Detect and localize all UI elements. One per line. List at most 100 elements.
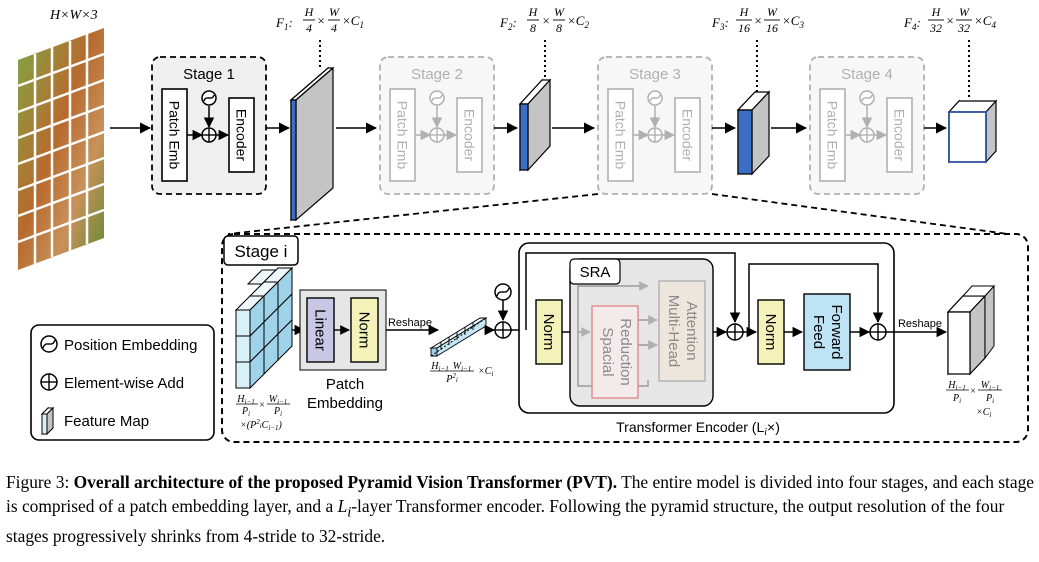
reshape-label-1: Reshape [388,317,432,329]
feature-map-f3 [736,90,771,176]
stage-2-label: Stage 2 [411,66,463,83]
svg-text:W: W [554,5,565,19]
svg-text:4: 4 [306,21,312,35]
svg-text:H: H [304,5,315,19]
svg-text:×C3: ×C3 [782,13,804,30]
svg-text:32: 32 [957,21,970,35]
mha-label-2: Attention [683,301,700,360]
svg-text:P2i: P2i [445,372,458,385]
encoder-norm-2-label: Norm [762,314,779,351]
caption-text-1: The entire model is divided into four st… [6,472,1034,516]
patch-norm-block[interactable] [350,297,379,363]
svg-text:F1:: F1: [275,15,293,32]
stage-i-detail: Stage i Hi−1 Pi × [221,233,1029,443]
linear-block[interactable] [306,297,335,363]
figure-caption: Figure 3: Overall architecture of the pr… [6,470,1036,548]
svg-text:×C4: ×C4 [974,13,996,30]
svg-text:Pi: Pi [952,393,961,405]
svg-text:32: 32 [929,21,942,35]
legend-feature-map-icon [40,406,55,436]
legend-position-embedding-icon [40,335,58,353]
element-wise-add-icon [201,127,217,143]
spacial-reduction-label-1: Spacial [599,327,616,376]
svg-text:Pi: Pi [241,406,250,418]
position-embedding-icon [859,90,875,106]
f2-dims-label: F2: H 8 × W 8 ×C2 [499,5,589,35]
spacial-reduction-block[interactable] [591,305,639,399]
position-embedding-icon [201,90,217,106]
feature-map-f1 [289,66,335,222]
svg-text:H: H [739,5,750,19]
svg-text:16: 16 [738,21,750,35]
stage-2-block[interactable]: Stage 2 Patch Emb Encoder [379,56,495,195]
f3-dims-label: F3: H 16 × W 16 ×C3 [711,5,804,35]
legend-feature-map-label: Feature Map [64,413,149,430]
caption-math: Li [337,496,352,521]
stage-2-patch-emb-label: Patch Emb [395,101,411,170]
reshape-label-2: Reshape [898,318,942,330]
stage-1-label: Stage 1 [183,66,235,83]
legend-element-wise-add-icon [40,373,58,391]
element-wise-add-icon [869,323,887,341]
element-wise-add-icon [429,127,445,143]
svg-text:8: 8 [530,21,536,35]
legend-element-wise-add-label: Element-wise Add [64,375,184,392]
element-wise-add-icon [726,323,744,341]
stage-i-output-feature-map [946,284,996,376]
svg-text:F4:: F4: [903,15,921,32]
svg-text:×C2: ×C2 [567,13,589,30]
linear-label: Linear [312,309,329,351]
svg-text:H: H [528,5,539,19]
stage-1-encoder-label: Encoder [234,109,250,161]
svg-text:W: W [329,5,340,19]
svg-text:H: H [931,5,942,19]
position-embedding-icon [494,283,512,301]
stage-i-title: Stage i [235,242,288,261]
stage-3-block[interactable]: Stage 3 Patch Emb Encoder [597,56,713,195]
stage-1-block[interactable]: Stage 1 Patch Emb Encoder [151,56,267,195]
caption-text-2: -layer Transformer encoder. Following th… [6,496,1005,547]
svg-text:F3:: F3: [711,15,729,32]
stage-3-label: Stage 3 [629,66,681,83]
stage-1-patch-emb-label: Patch Emb [167,101,183,170]
spacial-reduction-label-2: Reduction [617,318,634,386]
encoder-norm-1-block[interactable] [535,299,563,365]
svg-text:F2:: F2: [499,15,517,32]
svg-text:W: W [767,5,778,19]
caption-prefix: Figure 3: [6,472,70,492]
multi-head-attention-block[interactable] [658,280,706,382]
svg-text:8: 8 [556,21,562,35]
feed-forward-label-2: Forward [828,304,845,359]
stage-4-block[interactable]: Stage 4 Patch Emb Encoder [809,56,925,195]
f1-dims-label: F1: H 4 × W 4 ×C1 [275,5,364,35]
sra-label: SRA [580,264,611,281]
stage-4-patch-emb-label: Patch Emb [825,101,841,170]
stage-4-encoder-label: Encoder [892,109,908,161]
svg-text:Pi: Pi [273,406,282,418]
feed-forward-block[interactable] [803,293,851,371]
feature-map-f2 [518,78,552,172]
input-dims-label: H×W×3 [49,8,98,23]
svg-text:×: × [259,400,266,411]
patch-embedding-label-2: Embedding [307,395,383,412]
stage-3-encoder-label: Encoder [680,109,696,161]
svg-text:Pi: Pi [985,393,994,405]
element-wise-add-icon [859,127,875,143]
svg-text:×C1: ×C1 [342,13,364,30]
legend: Position Embedding Element-wise Add Feat… [30,324,215,441]
patch-embedding-label-1: Patch [326,376,364,393]
stage-4-label: Stage 4 [841,66,893,83]
patch-norm-label: Norm [356,312,373,349]
position-embedding-icon [429,90,445,106]
svg-text:×Ci: ×Ci [976,407,991,419]
svg-text:×: × [754,13,763,28]
svg-text:×: × [946,13,955,28]
f4-dims-label: F4: H 32 × W 32 ×C4 [903,5,996,35]
legend-position-embedding-label: Position Embedding [64,337,197,354]
transformer-encoder-caption: Transformer Encoder (Li×) [616,419,780,438]
svg-text:16: 16 [766,21,778,35]
mha-label-1: Multi-Head [665,295,682,368]
element-wise-add-icon [647,127,663,143]
encoder-norm-1-label: Norm [540,314,557,351]
svg-text:4: 4 [331,21,337,35]
